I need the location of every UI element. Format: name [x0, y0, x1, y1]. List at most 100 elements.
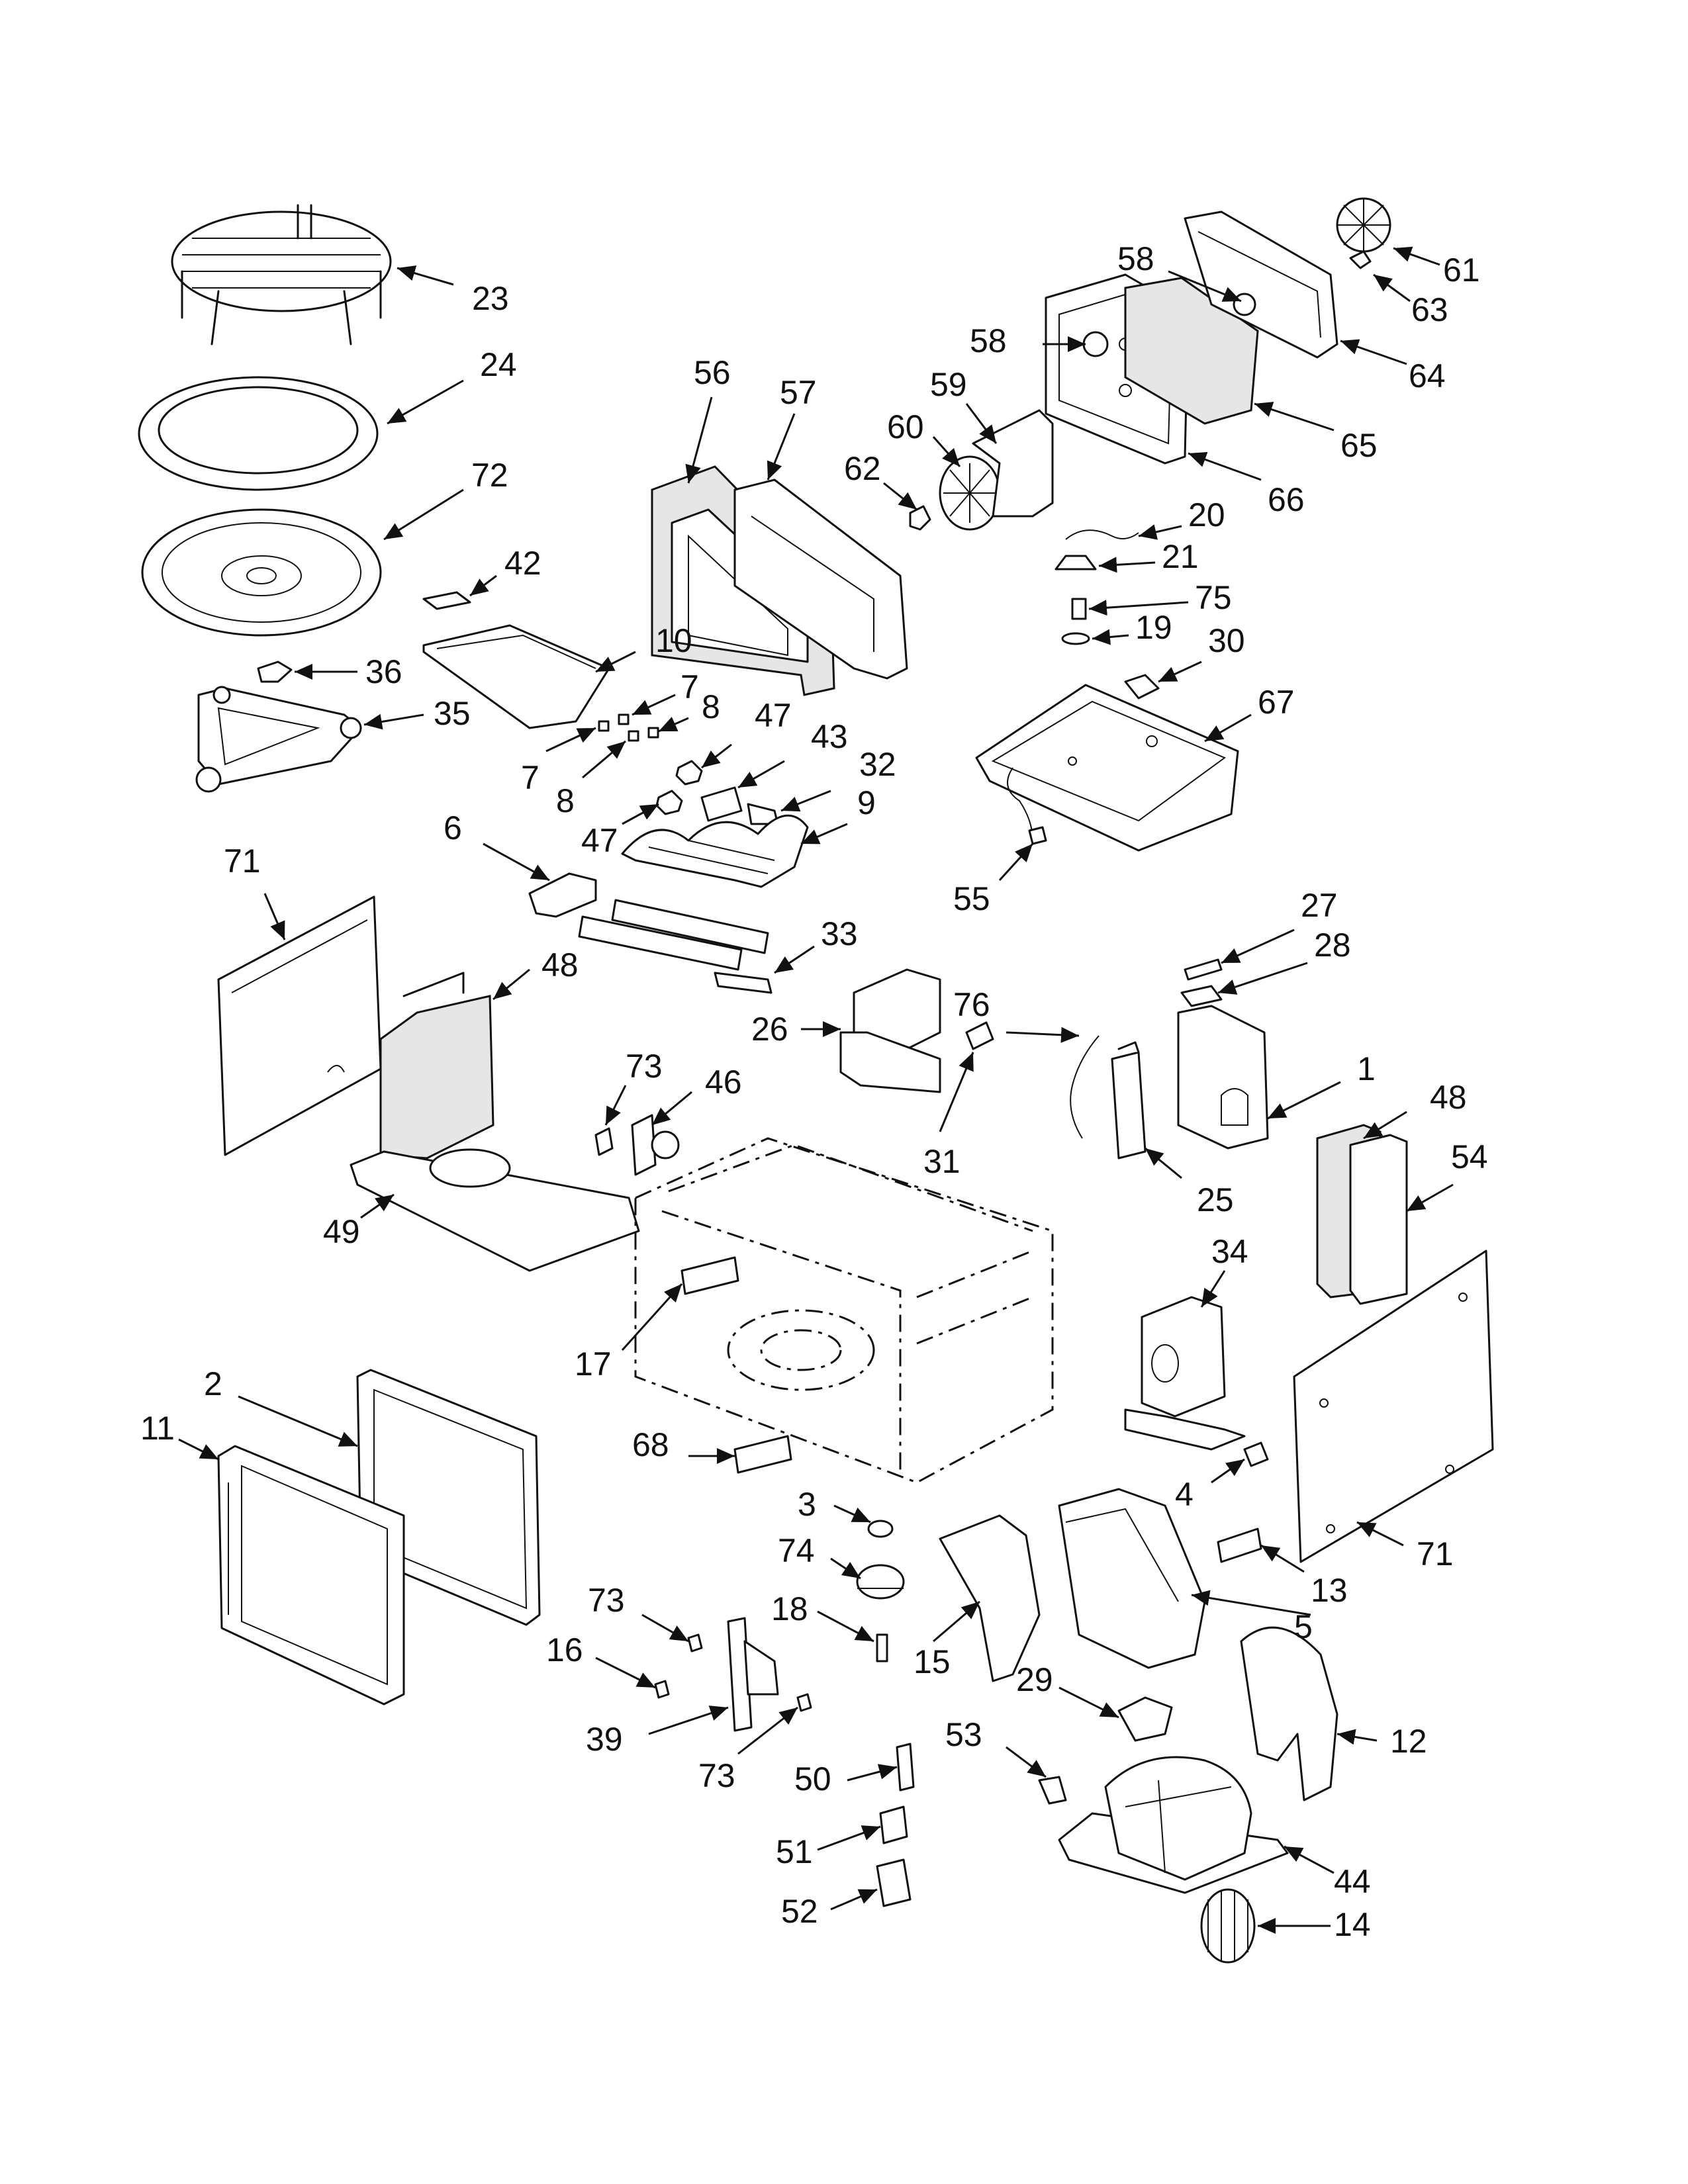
leader-2: [238, 1395, 358, 1447]
callout-21: 21: [1162, 538, 1199, 575]
callout-27: 27: [1301, 887, 1338, 924]
callout-47b: 47: [581, 822, 618, 859]
leader-67: [1204, 713, 1252, 743]
leader-31: [939, 1052, 974, 1132]
callout-labels: 23 24 72 42 36 35 10 7 7 8 8 47 47 43 32…: [140, 240, 1488, 1943]
plate-part: [422, 591, 471, 610]
air-duct-part: [1058, 1488, 1206, 1669]
callout-52: 52: [781, 1893, 818, 1930]
panel-strip-part: [1349, 1134, 1408, 1305]
leader-47b: [622, 803, 659, 825]
leader-58b: [1168, 270, 1242, 302]
callout-1: 1: [1357, 1050, 1376, 1087]
callout-58b: 58: [1117, 240, 1154, 277]
bulb-part: [1071, 598, 1087, 620]
side-panel-right-part: [1293, 1250, 1494, 1563]
callout-10: 10: [655, 622, 692, 659]
leader-76: [1006, 1026, 1080, 1043]
callout-33: 33: [821, 915, 858, 952]
leader-39: [648, 1706, 729, 1735]
fuse-part: [1184, 958, 1223, 981]
leader-30: [1158, 660, 1202, 683]
plate-17-part: [680, 1256, 739, 1295]
leader-25: [1145, 1147, 1182, 1179]
washer-part: [1061, 632, 1090, 645]
bracket-small-part: [965, 1021, 994, 1050]
callout-34: 34: [1211, 1233, 1248, 1270]
leader-46: [651, 1091, 692, 1126]
bracket-part: [528, 872, 597, 918]
callout-71a: 71: [224, 842, 261, 880]
leader-64: [1340, 339, 1407, 365]
callout-36: 36: [365, 653, 402, 690]
leader-51: [817, 1825, 881, 1851]
leader-24: [387, 379, 464, 425]
callout-46: 46: [705, 1064, 742, 1101]
ring-part: [138, 376, 379, 491]
leader-63: [1373, 273, 1411, 302]
leader-28: [1217, 962, 1308, 995]
blower-motor-part: [1058, 1756, 1289, 1894]
leader-42: [469, 574, 497, 597]
leader-33: [774, 945, 815, 974]
leader-21: [1098, 557, 1156, 573]
callout-65: 65: [1340, 427, 1378, 464]
leader-10: [595, 651, 636, 673]
leader-4: [1211, 1458, 1245, 1484]
leader-lines: [178, 246, 1454, 1934]
callout-73b: 73: [588, 1582, 625, 1619]
callout-66: 66: [1268, 481, 1305, 518]
leader-71b: [1356, 1521, 1404, 1547]
callout-58a: 58: [970, 322, 1007, 359]
connector-53-part: [1038, 1776, 1067, 1805]
callout-51: 51: [776, 1833, 813, 1870]
thermostat-part: [631, 1114, 680, 1176]
clips-part: [598, 713, 659, 742]
callout-17: 17: [575, 1345, 612, 1383]
scroll-housing-part: [1240, 1626, 1338, 1801]
leader-19: [1092, 629, 1129, 645]
callout-50: 50: [794, 1760, 831, 1797]
rack-part: [171, 204, 392, 345]
callout-73a: 73: [626, 1048, 663, 1085]
leader-55: [998, 842, 1034, 882]
leader-60: [932, 436, 961, 467]
fuse-holder-part: [1177, 1005, 1269, 1150]
leader-7a: [632, 694, 676, 716]
leader-71a: [263, 893, 286, 940]
leader-12: [1336, 1729, 1378, 1745]
callout-25: 25: [1197, 1181, 1234, 1218]
callout-12: 12: [1390, 1723, 1427, 1760]
leader-15: [933, 1600, 980, 1643]
callout-29: 29: [1016, 1661, 1053, 1698]
leader-48b: [1363, 1111, 1407, 1140]
callout-35: 35: [434, 695, 471, 732]
door-frame-part: [217, 1445, 405, 1706]
leader-47a: [701, 743, 732, 769]
leader-16: [595, 1657, 656, 1689]
callout-28: 28: [1314, 927, 1351, 964]
leader-23: [397, 265, 454, 286]
callout-7a: 7: [680, 668, 699, 705]
callout-8b: 8: [556, 782, 575, 819]
callout-3: 3: [798, 1486, 816, 1523]
heater-shield-part: [621, 814, 809, 888]
callout-48b: 48: [1430, 1079, 1467, 1116]
turntable-tray-part: [141, 508, 382, 637]
leader-73c: [737, 1706, 798, 1755]
callout-53: 53: [945, 1716, 982, 1753]
callout-19: 19: [1135, 609, 1172, 646]
switch-16-part: [654, 1680, 670, 1699]
top-plate-part: [975, 684, 1239, 852]
leader-8b: [582, 740, 626, 779]
callout-49: 49: [323, 1213, 360, 1250]
callout-31: 31: [923, 1143, 961, 1180]
leader-75: [1088, 600, 1189, 616]
callout-67: 67: [1258, 684, 1295, 721]
turntable-motor-part: [856, 1564, 905, 1600]
leader-65: [1254, 402, 1335, 432]
leader-34: [1200, 1270, 1226, 1308]
leader-73b: [641, 1614, 689, 1643]
terminal-block-part: [1217, 1527, 1262, 1563]
callout-20: 20: [1188, 496, 1225, 533]
